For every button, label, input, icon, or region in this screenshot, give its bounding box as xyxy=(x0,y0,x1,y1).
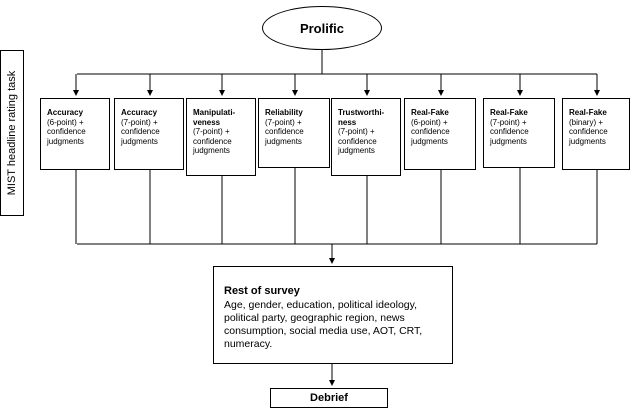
condition-description: (6-point) + confidence judgments xyxy=(47,117,86,146)
debrief-node: Debrief xyxy=(270,388,388,408)
condition-box-1: Accuracy(6-point) + confidence judgments xyxy=(40,98,110,170)
condition-box-4: Reliability(7-point) + confidence judgme… xyxy=(258,98,330,168)
condition-description: (7-point) + confidence judgments xyxy=(490,117,529,146)
condition-box-8: Real-Fake(binary) + confidence judgments xyxy=(562,98,630,170)
prolific-node: Prolific xyxy=(262,6,382,50)
condition-box-2: Accuracy(7-point) + confidence judgments xyxy=(114,98,184,170)
condition-description: (7-point) + confidence judgments xyxy=(265,117,304,146)
rest-of-survey-box: Rest of survey Age, gender, education, p… xyxy=(213,266,453,364)
condition-box-6: Real-Fake(6-point) + confidence judgment… xyxy=(404,98,476,170)
condition-box-3: Manipulati-veness(7-point) + confidence … xyxy=(186,98,256,176)
condition-title: Reliability xyxy=(265,108,303,117)
survey-measures: Age, gender, education, political ideolo… xyxy=(224,299,423,350)
condition-title: Real-Fake xyxy=(411,108,449,117)
condition-box-7: Real-Fake(7-point) + confidence judgment… xyxy=(483,98,555,168)
condition-description: (7-point) + confidence judgments xyxy=(193,127,232,155)
condition-title: Real-Fake xyxy=(569,108,607,117)
condition-description: (7-point) + confidence judgments xyxy=(338,127,377,155)
survey-title: Rest of survey xyxy=(224,285,300,297)
condition-description: (6-point) + confidence judgments xyxy=(411,117,450,146)
condition-title: Real-Fake xyxy=(490,108,528,117)
condition-title: Manipulati-veness xyxy=(193,108,236,127)
condition-description: (binary) + confidence judgments xyxy=(569,117,608,146)
condition-title: Accuracy xyxy=(47,108,84,117)
side-label-text: MIST headline rating task xyxy=(6,70,18,196)
condition-title: Trustworthi-ness xyxy=(338,108,385,127)
condition-box-5: Trustworthi-ness(7-point) + confidence j… xyxy=(331,98,401,176)
condition-description: (7-point) + confidence judgments xyxy=(121,117,160,146)
mist-task-side-label: MIST headline rating task xyxy=(0,50,24,216)
condition-title: Accuracy xyxy=(121,108,158,117)
